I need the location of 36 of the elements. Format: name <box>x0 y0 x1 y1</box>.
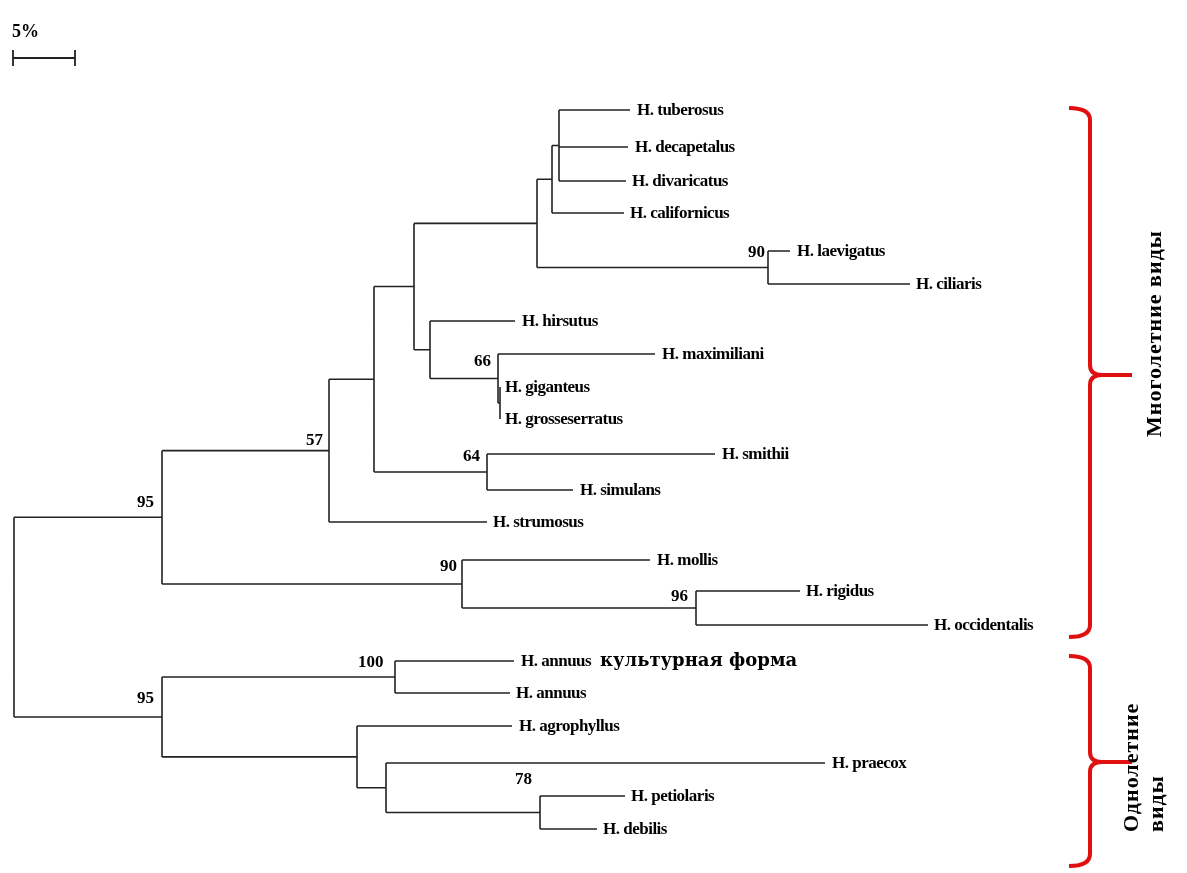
scale-label: 5% <box>12 22 39 42</box>
taxon-label: H. strumosus <box>493 512 584 532</box>
taxon-label: H. petiolaris <box>631 786 715 806</box>
bootstrap-value: 78 <box>515 770 532 789</box>
taxon-label: H. decapetalus <box>635 137 735 157</box>
taxon-label: H. maximiliani <box>662 344 764 364</box>
bootstrap-value: 57 <box>306 431 323 450</box>
taxon-label: H. annuus <box>521 651 592 671</box>
bootstrap-value: 95 <box>137 689 154 708</box>
bootstrap-value: 64 <box>463 447 480 466</box>
taxon-label: H. smithii <box>722 444 789 464</box>
taxon-label: H. laevigatus <box>797 241 885 261</box>
taxon-label: H. agrophyllus <box>519 716 620 736</box>
bootstrap-value: 90 <box>748 243 765 262</box>
group-label: Однолетние виды <box>1118 701 1169 832</box>
taxon-label: H. mollis <box>657 550 718 570</box>
bootstrap-value: 95 <box>137 493 154 512</box>
taxon-label: H. simulans <box>580 480 661 500</box>
taxon-label: H. giganteus <box>505 377 590 397</box>
bootstrap-value: 66 <box>474 352 491 371</box>
group-label: Многолетние виды <box>1140 230 1167 437</box>
bootstrap-value: 96 <box>671 587 688 606</box>
taxon-label: H. hirsutus <box>522 311 598 331</box>
taxon-label: H. rigidus <box>806 581 874 601</box>
taxon-label: H. praecox <box>832 753 907 773</box>
bootstrap-value: 100 <box>358 653 384 672</box>
taxon-label: H. debilis <box>603 819 667 839</box>
taxon-label: H. annuus <box>516 683 587 703</box>
taxon-label: H. californicus <box>630 203 730 223</box>
taxon-label: H. tuberosus <box>637 100 724 120</box>
taxon-label: H. ciliaris <box>916 274 982 294</box>
taxon-label: H. occidentalis <box>934 615 1034 635</box>
taxon-label: H. grosseserratus <box>505 409 623 429</box>
bootstrap-value: 90 <box>440 557 457 576</box>
taxon-note: культурная форма <box>600 650 798 670</box>
taxon-label: H. divaricatus <box>632 171 728 191</box>
